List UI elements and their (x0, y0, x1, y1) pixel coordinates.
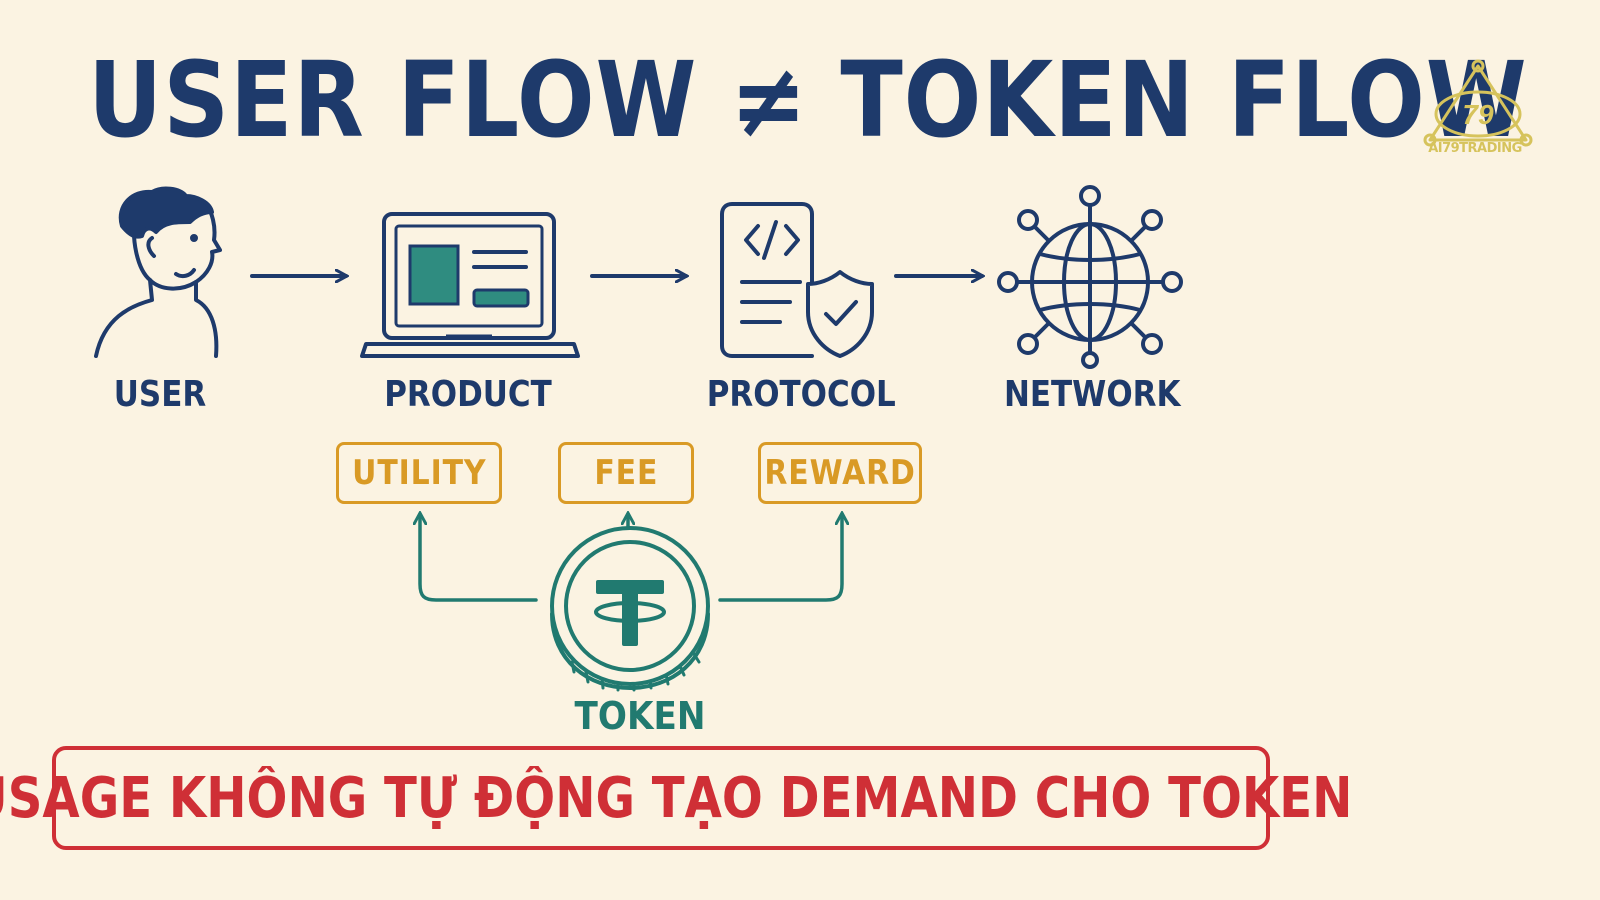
tag-fee-label: FEE (594, 453, 658, 493)
node-label-network: NETWORK (1004, 374, 1181, 415)
warning-banner-text: USAGE KHÔNG TỰ ĐỘNG TẠO DEMAND CHO TOKEN (0, 765, 1353, 831)
page-title: USER FLOW ≠ TOKEN FLOW (88, 39, 1528, 161)
arrow-token-reward (718, 514, 842, 602)
tag-reward-label: REWARD (764, 453, 916, 493)
document-shield-icon (720, 202, 874, 358)
token-label: TOKEN (574, 694, 706, 738)
logo-mark: 79 (1462, 99, 1494, 130)
globe-network-icon (997, 185, 1183, 369)
tether-coin-icon (550, 526, 710, 692)
node-label-protocol: PROTOCOL (706, 374, 896, 415)
node-label-user: USER (113, 374, 207, 415)
node-label-product: PRODUCT (384, 374, 552, 415)
warning-banner: USAGE KHÔNG TỰ ĐỘNG TẠO DEMAND CHO TOKEN (0, 746, 1353, 850)
user-icon (94, 186, 222, 358)
laptop-icon (360, 212, 580, 358)
tag-utility-label: UTILITY (351, 453, 487, 493)
logo-icon: 79 (1423, 59, 1533, 147)
tag-utility: UTILITY (336, 442, 502, 504)
tag-reward: REWARD (758, 442, 922, 504)
arrow-token-utility (420, 514, 538, 602)
logo-text: AI79TRADING (1428, 141, 1522, 156)
tag-fee: FEE (558, 442, 694, 504)
